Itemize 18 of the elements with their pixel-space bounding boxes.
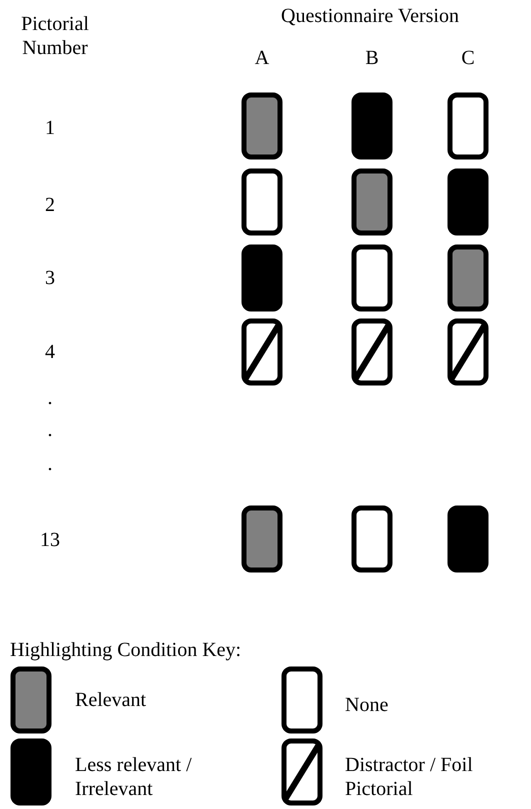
column-label: B [364,46,380,70]
key-heading: Highlighting Condition Key: [10,638,242,662]
column-label: C [460,46,476,70]
legend-label: Less relevant / Irrelevant [75,753,193,801]
legend-label: Relevant [75,688,148,712]
column-label: A [254,46,270,70]
row-label: 3 [44,266,56,290]
row-header: Pictorial Number [20,12,90,60]
row-label: 13 [39,528,61,552]
row-label: 4 [44,340,56,364]
ellipsis-dot: . [46,386,54,410]
column-header: Questionnaire Version [280,4,460,28]
ellipsis-dot: . [46,418,54,442]
ellipsis-dot: . [46,452,54,476]
legend-label: None [345,693,390,717]
row-label: 1 [44,116,56,140]
row-label: 2 [44,193,56,217]
legend-label: Distractor / Foil Pictorial [345,753,474,801]
